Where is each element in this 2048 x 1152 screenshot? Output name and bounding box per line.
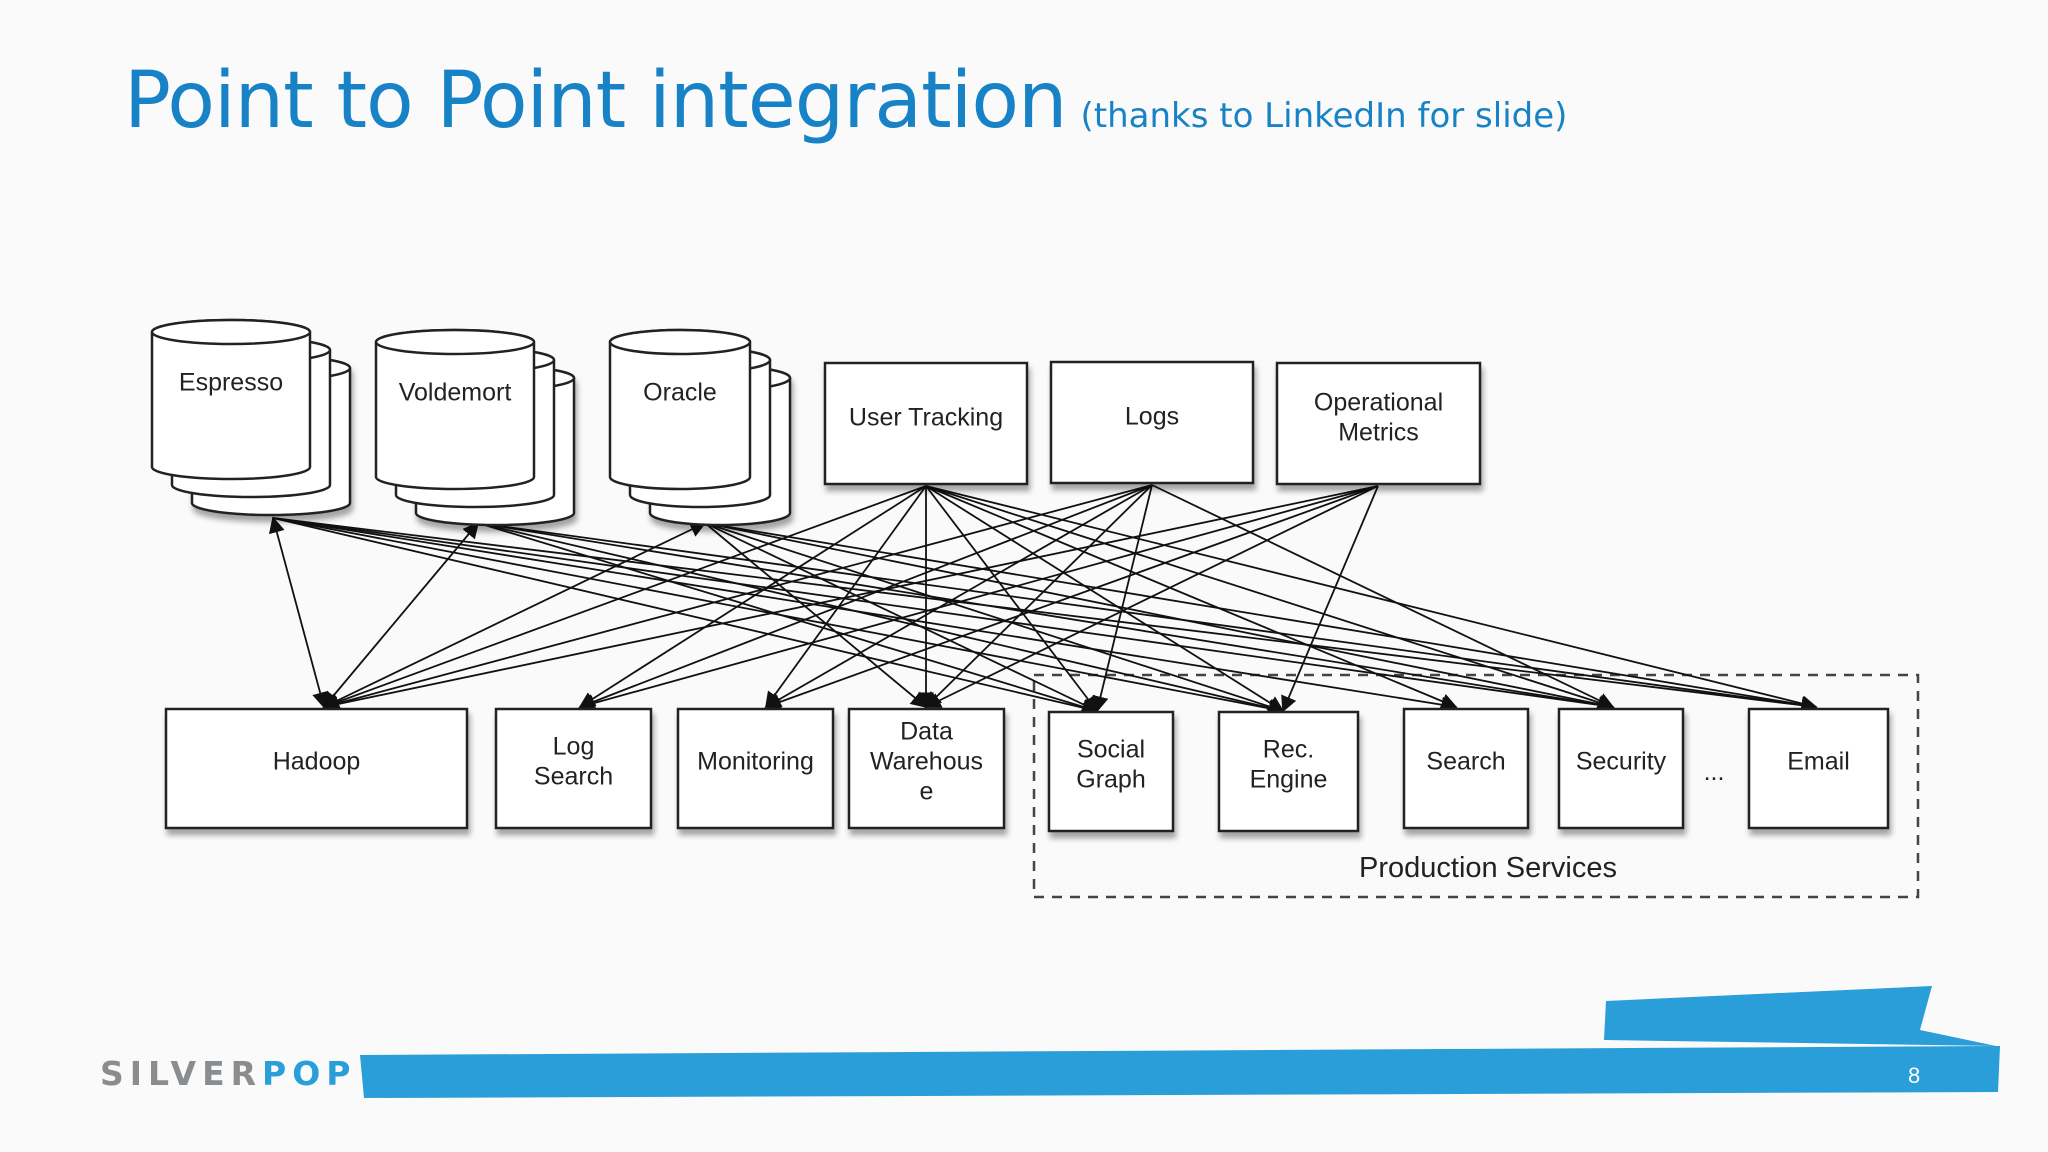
edge-oracle-to-email <box>704 522 1818 713</box>
edge-op_metrics-to-monitoring <box>764 485 1379 710</box>
target-node-rec: Rec.Engine <box>1217 710 1360 833</box>
edge-op_metrics-to-log_search <box>578 485 1379 711</box>
edges-layer <box>268 484 1818 717</box>
footer-banner <box>360 986 2000 1098</box>
edge-logs-to-social <box>1092 484 1153 713</box>
edge-logs-to-dwh <box>924 484 1153 709</box>
edge-oracle-to-security <box>704 522 1615 713</box>
edge-logs-to-monitoring <box>764 484 1153 708</box>
source-node-logs: Logs <box>1049 360 1255 485</box>
edge-user_tracking-to-hadoop <box>322 485 927 710</box>
source-label-voldemort: Voldemort <box>399 379 512 407</box>
edge-user_tracking-to-rec <box>925 485 1285 712</box>
target-label-email: Email <box>1787 748 1850 776</box>
target-label-monitoring: Monitoring <box>697 748 814 776</box>
logo-part-pop: POP <box>262 1054 357 1093</box>
production-services-group <box>1032 673 1920 899</box>
edge-user_tracking-to-monitoring <box>765 485 927 709</box>
logo-part-silver: SILVER <box>100 1054 263 1093</box>
edge-oracle-to-hadoop <box>322 522 707 708</box>
edge-user_tracking-to-email <box>925 485 1818 712</box>
target-label-search: Search <box>1426 748 1505 776</box>
target-label-rec: Rec.Engine <box>1250 736 1328 794</box>
page-number: 8 <box>1908 1063 1921 1088</box>
edge-user_tracking-to-search <box>925 485 1458 709</box>
edge-logs-to-hadoop <box>322 484 1153 712</box>
edge-user_tracking-to-log_search <box>578 485 927 708</box>
source-node-espresso: Espresso <box>150 318 352 517</box>
edge-op_metrics-to-rec <box>1281 485 1379 713</box>
edge-op_metrics-to-dwh <box>924 485 1379 708</box>
edge-oracle-to-social <box>704 522 1099 712</box>
edge-logs-to-log_search <box>578 484 1153 710</box>
slide-title-main: Point to Point integration <box>124 56 1067 146</box>
slide-title: Point to Point integration (thanks to Lin… <box>124 56 1567 146</box>
target-node-email: Email <box>1747 707 1890 830</box>
edge-espresso-to-hadoop <box>268 516 329 709</box>
silverpop-logo: SILVERPOP <box>100 1054 356 1093</box>
target-label-hadoop: Hadoop <box>273 748 361 776</box>
slide-subtitle: (thanks to LinkedIn for slide) <box>1080 96 1568 136</box>
ellipsis-label: ... <box>1704 758 1725 786</box>
source-node-voldemort: Voldemort <box>374 328 576 527</box>
edge-user_tracking-to-social <box>925 485 1098 713</box>
source-label-logs: Logs <box>1125 403 1179 431</box>
source-node-user_tracking: User Tracking <box>823 361 1029 486</box>
production-services-label: Production Services <box>1359 852 1617 884</box>
edge-oracle-to-rec <box>704 522 1285 715</box>
source-label-user_tracking: User Tracking <box>849 404 1003 432</box>
target-node-monitoring: Monitoring <box>676 707 835 830</box>
source-node-oracle: Oracle <box>608 328 792 527</box>
target-label-security: Security <box>1576 748 1667 776</box>
edge-logs-to-security <box>1151 484 1615 708</box>
edge-espresso-to-security <box>272 517 1615 713</box>
target-node-search: Search <box>1402 707 1530 830</box>
edge-op_metrics-to-hadoop <box>322 485 1379 712</box>
target-node-security: Security <box>1557 707 1685 830</box>
source-label-espresso: Espresso <box>179 369 283 397</box>
edge-user_tracking-to-security <box>925 485 1615 711</box>
source-label-oracle: Oracle <box>643 379 717 407</box>
target-node-hadoop: Hadoop <box>164 707 469 830</box>
